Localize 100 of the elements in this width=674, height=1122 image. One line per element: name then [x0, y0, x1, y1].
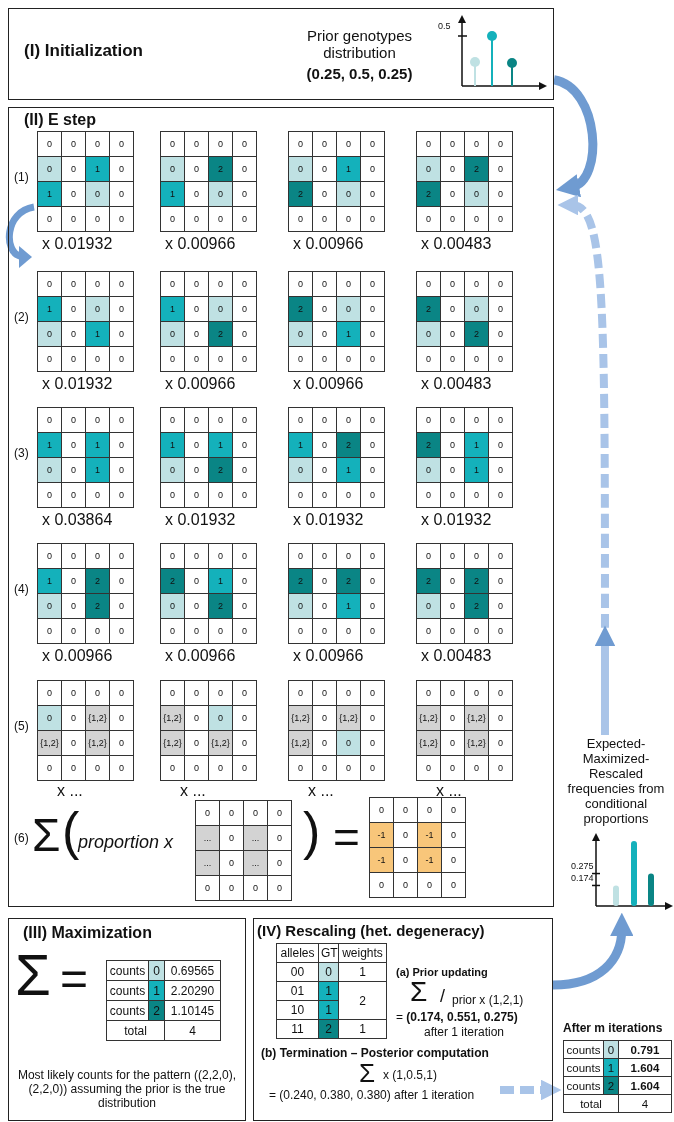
matrix-cell: 0 [288, 321, 313, 347]
matrix-cell: -1 [417, 847, 442, 873]
matrix-cell: 2 [464, 568, 489, 594]
step-title: (a) Prior updating [396, 966, 488, 979]
matrix-cell: 0 [360, 755, 385, 781]
matrix-cell: 0 [208, 296, 233, 322]
matrix-cell: ... [243, 850, 268, 876]
matrix-cell: 0 [160, 755, 185, 781]
matrix-cell: 0 [360, 131, 385, 157]
matrix-cell: 0 [232, 680, 257, 706]
matrix-cell: 0 [232, 131, 257, 157]
matrix-cell: 1 [85, 432, 110, 458]
matrix-cell: 0 [288, 346, 313, 372]
matrix-cell: 0 [416, 543, 441, 569]
matrix-cell: 0 [109, 346, 134, 372]
matrix-cell: 0 [109, 131, 134, 157]
matrix-cell: 0 [37, 457, 62, 483]
matrix-cell: 0 [416, 206, 441, 232]
table-cell: 1.604 [618, 1058, 672, 1077]
table-cell: 4 [618, 1094, 672, 1113]
table-cell: 1.604 [618, 1076, 672, 1095]
matrix-cell: 2 [416, 181, 441, 207]
table-cell: counts [563, 1076, 604, 1095]
matrix-cell: 2 [464, 156, 489, 182]
matrix-cell: 0 [109, 543, 134, 569]
table-cell: counts [563, 1040, 604, 1059]
matrix-cell: 1 [85, 321, 110, 347]
multiplier-label: x 0.00483 [421, 647, 492, 666]
table-cell: 4 [164, 1020, 221, 1041]
multiplier-label: x 0.01932 [165, 511, 236, 530]
matrix-cell: 0 [369, 797, 394, 823]
matrix-cell: 0 [488, 346, 513, 372]
matrix-cell: 0 [37, 131, 62, 157]
matrix-cell: 1 [464, 457, 489, 483]
section-panel [8, 107, 554, 907]
matrix-cell: {1,2} [416, 730, 441, 756]
matrix-cell: 0 [85, 181, 110, 207]
matrix-cell: 0 [369, 872, 394, 898]
matrix-cell: 1 [160, 181, 185, 207]
matrix-cell: {1,2} [336, 705, 361, 731]
multiplier-label: x 0.01932 [42, 235, 113, 254]
matrix-cell: 0 [288, 482, 313, 508]
step-title: (b) Termination – Posterior computation [261, 1047, 489, 1061]
matrix-cell: 0 [288, 755, 313, 781]
matrix-cell: 0 [336, 296, 361, 322]
arrow [552, 75, 598, 195]
multiplier-label: x 0.00966 [293, 647, 364, 666]
matrix-cell: 0 [195, 875, 220, 901]
matrix-cell: 2 [464, 321, 489, 347]
matrix-cell: 1 [160, 432, 185, 458]
matrix-cell: 0 [109, 680, 134, 706]
formula-text: x (1,0.5,1) [383, 1069, 438, 1083]
matrix-cell: ... [195, 825, 220, 851]
matrix-cell: {1,2} [464, 705, 489, 731]
matrix-cell: 0 [160, 457, 185, 483]
matrix-cell: 0 [488, 618, 513, 644]
section-title: (I) Initialization [24, 41, 143, 61]
matrix-cell: 2 [208, 593, 233, 619]
matrix-cell: 2 [160, 568, 185, 594]
matrix-cell: 0 [488, 407, 513, 433]
matrix-cell: 1 [464, 432, 489, 458]
tick-label: 0.275 [571, 861, 594, 872]
matrix-cell: 0 [416, 131, 441, 157]
matrix-cell: 2 [208, 156, 233, 182]
table-cell: 11 [276, 1019, 319, 1039]
matrix-cell: 0 [160, 156, 185, 182]
table-title: After m iterations [563, 1022, 663, 1036]
matrix-cell: 1 [85, 156, 110, 182]
matrix-cell: 0 [360, 680, 385, 706]
matrix-cell: 0 [288, 543, 313, 569]
matrix-cell: 0 [109, 407, 134, 433]
row-label: (2) [14, 311, 29, 325]
section-title: (II) E step [24, 111, 96, 130]
matrix-cell: 0 [37, 271, 62, 297]
matrix-cell: 1 [85, 457, 110, 483]
value-text: (0.25, 0.5, 0.25) [305, 65, 414, 83]
matrix-cell: 0 [160, 618, 185, 644]
multiplier-label: x ... [57, 782, 83, 801]
matrix-cell: -1 [417, 822, 442, 848]
table-cell: counts [106, 980, 149, 1001]
matrix-cell: 2 [85, 593, 110, 619]
result-text: after 1 iteration [424, 1026, 505, 1040]
table-cell: alleles [276, 943, 319, 963]
matrix-cell: 1 [336, 593, 361, 619]
matrix-cell: 0 [488, 206, 513, 232]
matrix-cell: 0 [160, 321, 185, 347]
multiplier-label: x 0.00966 [42, 647, 113, 666]
table-cell: 1.10145 [164, 1000, 221, 1021]
matrix-cell: 1 [160, 296, 185, 322]
table-cell: 1 [338, 1019, 387, 1039]
matrix-cell: 0 [37, 755, 62, 781]
section-title: (IV) Rescaling (het. degeneracy) [257, 922, 485, 940]
matrix-cell: 0 [488, 680, 513, 706]
matrix-cell: 0 [360, 346, 385, 372]
matrix-cell: 0 [288, 407, 313, 433]
matrix-cell: 0 [37, 593, 62, 619]
tick-label: 0.174 [571, 873, 594, 884]
multiplier-label: x 0.00966 [165, 375, 236, 394]
section-panel [253, 918, 553, 1121]
multiplier-label: x 0.01932 [42, 375, 113, 394]
